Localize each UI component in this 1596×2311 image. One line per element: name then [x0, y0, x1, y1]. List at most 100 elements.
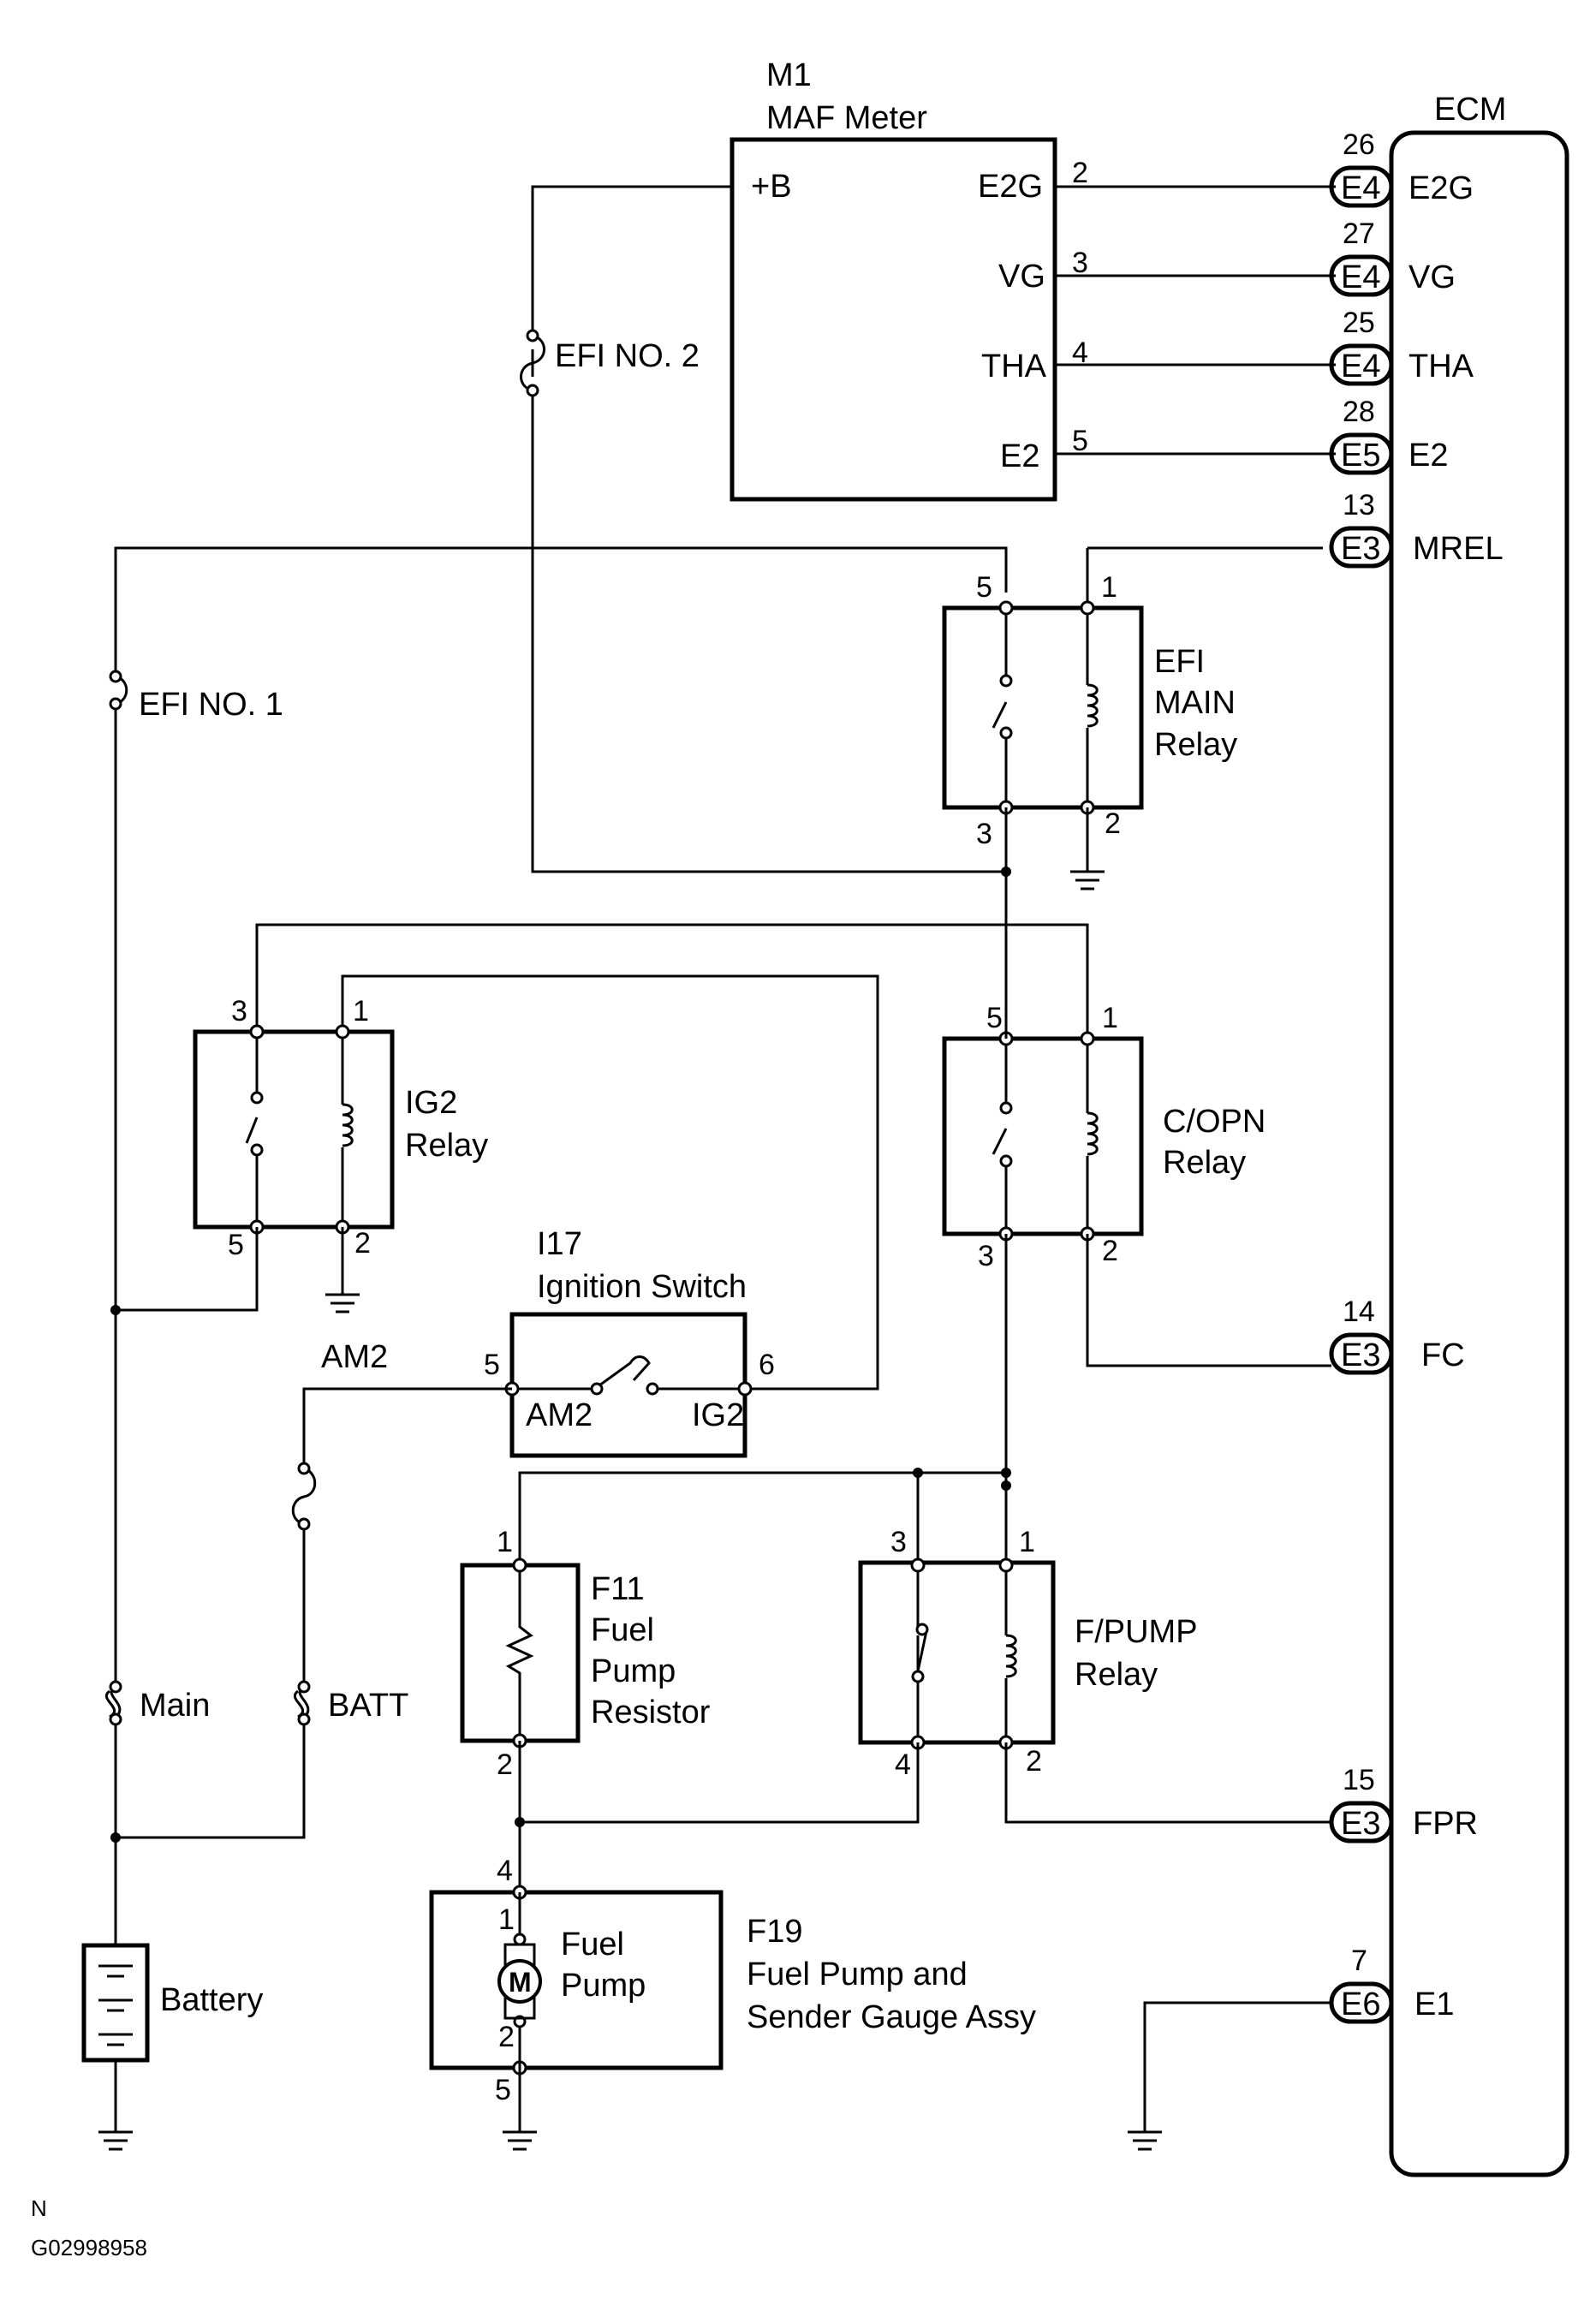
ecm-signal-label: MREL	[1413, 531, 1504, 567]
resistor-pin: 1	[497, 1526, 513, 1558]
pump-id: F19	[747, 1914, 802, 1950]
relay-label: Relay	[1154, 727, 1237, 763]
footer-code: G02998958	[31, 2235, 147, 2260]
relay-label: F/PUMP	[1075, 1614, 1198, 1650]
relay-pin: 5	[986, 1002, 1003, 1034]
relay-pin: 3	[231, 995, 247, 1027]
ecm-pin-number: 14	[1343, 1295, 1375, 1328]
ecm-pin-number: 28	[1343, 396, 1375, 428]
battery: Battery	[81, 1943, 263, 2151]
relay-pin: 2	[1105, 807, 1121, 840]
maf-pin-vg: VG	[998, 259, 1045, 295]
relay-label: MAIN	[1154, 685, 1236, 721]
pump-title: Sender Gauge Assy	[747, 1999, 1036, 2035]
relay-pin: 1	[1019, 1526, 1035, 1558]
main-fuse-label: Main	[140, 1688, 210, 1724]
relay-pin: 2	[354, 1227, 371, 1260]
ground-symbol	[1128, 2130, 1162, 2151]
ecm-block: ECM	[1389, 92, 1569, 2177]
pump-label: Fuel	[561, 1927, 624, 1963]
resistor-id: F11	[591, 1571, 645, 1607]
footer-mark: N	[31, 2195, 47, 2221]
motor-icon	[497, 1959, 542, 2004]
ecm-pin-number: 25	[1343, 307, 1375, 339]
relay-pin: 2	[1102, 1235, 1118, 1267]
ecm-connector-label: E3	[1341, 1337, 1380, 1373]
pump-pin: 1	[498, 1903, 515, 1936]
ecm-signal-label: FPR	[1413, 1806, 1478, 1842]
resistor-label: Fuel	[591, 1612, 654, 1648]
relay-pin: 5	[228, 1229, 244, 1261]
relay-pin: 5	[976, 571, 992, 604]
motor-letter: M	[509, 1967, 532, 1998]
ecm-connector-label: E3	[1341, 1806, 1380, 1842]
resistor-label: Pump	[591, 1653, 676, 1689]
ecm-title: ECM	[1434, 92, 1506, 128]
ignition-key-icon	[598, 1355, 651, 1387]
pump-title: Fuel Pump and	[747, 1957, 968, 1992]
ecm-signal-label: FC	[1421, 1337, 1465, 1373]
fpump-relay: 3 1 4 2 F/PUMP Relay	[858, 1526, 1198, 1781]
ecm-signal-label: VG	[1408, 259, 1456, 295]
efi-no1-label: EFI NO. 1	[139, 687, 283, 723]
switch-pin: 6	[759, 1349, 775, 1381]
ignition-switch: I17 Ignition Switch AM2 IG2 5 6	[484, 1226, 775, 1458]
pump-pin: 5	[495, 2074, 511, 2106]
ground-symbol	[1070, 870, 1105, 890]
maf-name: MAF Meter	[766, 100, 927, 136]
maf-pin-e2: E2	[1000, 438, 1039, 474]
ecm-connector-label: E3	[1341, 531, 1380, 567]
batt-fuse-label: BATT	[328, 1688, 408, 1724]
relay-pin: 1	[1102, 1002, 1118, 1034]
resistor-pin: 2	[497, 1748, 513, 1781]
relay-pin: 1	[1101, 571, 1117, 604]
efi-no2-label: EFI NO. 2	[555, 338, 700, 374]
maf-num-vg: 3	[1072, 247, 1088, 279]
resistor-label: Resistor	[591, 1695, 711, 1730]
ecm-connector-label: E4	[1341, 348, 1380, 384]
ecm-connector-label: E6	[1341, 1986, 1380, 2022]
ecm-connectors: 26 E4 E2G 27 E4 VG 25 E4 THA 28 E5 E2 13…	[1329, 128, 1504, 2024]
pump-label: Pump	[561, 1968, 646, 2004]
fuel-pump-resistor: 1 2 F11 Fuel Pump Resistor	[460, 1526, 711, 1781]
relay-label: IG2	[405, 1085, 457, 1121]
ecm-pin-number: 13	[1343, 489, 1375, 521]
maf-num-tha: 4	[1072, 337, 1088, 369]
efi-no2-fuse	[520, 334, 545, 392]
relay-label: Relay	[405, 1128, 488, 1164]
ecm-signal-label: E1	[1414, 1986, 1454, 2022]
ground-symbol	[325, 1293, 360, 1313]
ecm-connector-label: E4	[1341, 259, 1380, 295]
pump-pin: 2	[498, 2021, 515, 2053]
am2-label: AM2	[321, 1339, 388, 1375]
maf-num-e2g: 2	[1072, 157, 1088, 189]
ecm-pin-number: 15	[1343, 1764, 1375, 1796]
switch-id: I17	[537, 1226, 582, 1262]
relay-pin: 2	[1026, 1745, 1042, 1778]
relay-label: C/OPN	[1163, 1104, 1265, 1140]
ecm-connector-label: E4	[1341, 170, 1380, 206]
relay-pin: 3	[976, 818, 992, 850]
relay-pin: 1	[353, 995, 369, 1027]
maf-pin-b: +B	[751, 169, 792, 205]
maf-num-e2: 5	[1072, 425, 1088, 457]
ecm-pin-number: 26	[1343, 128, 1375, 161]
ig2-relay: 3 1 5 2 IG2 Relay	[193, 995, 488, 1261]
relay-label: Relay	[1075, 1657, 1158, 1693]
ecm-signal-label: E2	[1408, 438, 1448, 474]
ecm-pin-number: 7	[1351, 1945, 1367, 1977]
relay-pin: 3	[978, 1240, 994, 1272]
relay-label: EFI	[1154, 644, 1205, 680]
maf-pin-e2g: E2G	[978, 169, 1043, 205]
copn-relay: 5 1 3 2 C/OPN Relay	[942, 1002, 1265, 1272]
ecm-signal-label: E2G	[1408, 170, 1474, 206]
maf-pin-tha: THA	[981, 348, 1047, 384]
switch-pin: 5	[484, 1349, 500, 1381]
ecm-connector-label: E5	[1341, 438, 1380, 474]
switch-pin-label: AM2	[526, 1397, 593, 1433]
switch-name: Ignition Switch	[537, 1269, 747, 1305]
am2-fuse	[291, 1467, 317, 1526]
pump-pin: 4	[497, 1855, 513, 1887]
switch-pin-label: IG2	[692, 1397, 744, 1433]
relay-label: Relay	[1163, 1145, 1246, 1181]
